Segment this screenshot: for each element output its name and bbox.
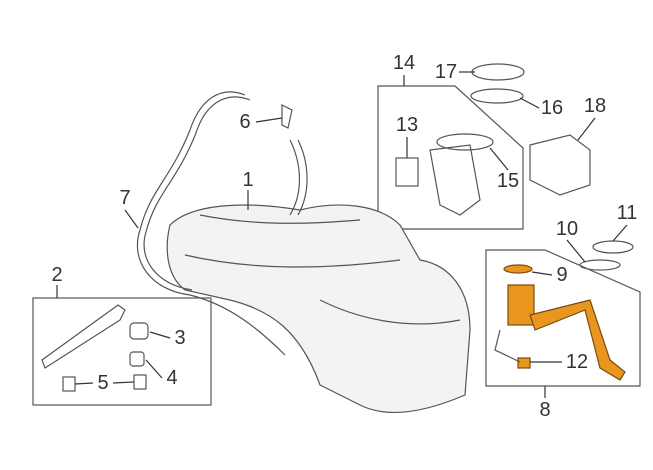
callout-7: 7 (119, 187, 131, 209)
callout-14: 14 (392, 52, 416, 74)
seal-ring-part (436, 133, 494, 151)
callout-15: 15 (496, 170, 520, 192)
callout-8: 8 (539, 399, 551, 421)
seal-part-9 (503, 264, 533, 274)
callout-16: 16 (540, 97, 564, 119)
plug-part (129, 351, 145, 367)
callout-17: 17 (434, 61, 458, 83)
callout-11: 11 (616, 202, 638, 224)
seal-part-16 (470, 88, 524, 104)
callout-4: 4 (166, 367, 178, 389)
sensor-wire (494, 329, 521, 363)
grommet-part (129, 322, 149, 340)
bracket-part (395, 157, 419, 187)
vent-line-part-2 (143, 96, 251, 291)
strap-part (41, 304, 126, 369)
fuel-tank-detail (184, 214, 461, 325)
ring-part-11 (592, 240, 634, 254)
callout-13: 13 (395, 114, 419, 136)
bolt-part-2 (133, 374, 147, 390)
callout-9: 9 (556, 264, 568, 286)
fuel-tank-part (166, 204, 471, 414)
callout-5: 5 (97, 372, 109, 394)
callout-1: 1 (242, 169, 254, 191)
callout-6: 6 (239, 111, 251, 133)
group-box-8 (485, 249, 641, 387)
seal-part-10 (579, 259, 621, 271)
pump-module-part (429, 144, 481, 216)
sender-part (529, 134, 591, 196)
vent-line-part (136, 91, 286, 356)
group-box-2 (32, 297, 212, 406)
lock-ring-part (471, 63, 525, 81)
callout-2: 2 (51, 264, 63, 286)
fuel-pump-part (507, 284, 535, 326)
callout-12: 12 (565, 351, 589, 373)
callout-3: 3 (174, 327, 186, 349)
bolt-part (62, 376, 76, 392)
group-box-14 (377, 85, 524, 230)
level-sensor-part (517, 357, 531, 369)
filler-cap-part (281, 104, 293, 129)
callout-18: 18 (583, 95, 607, 117)
callout-10: 10 (555, 218, 579, 240)
fuel-line-part (529, 299, 626, 381)
filler-pipe-part (289, 139, 308, 216)
